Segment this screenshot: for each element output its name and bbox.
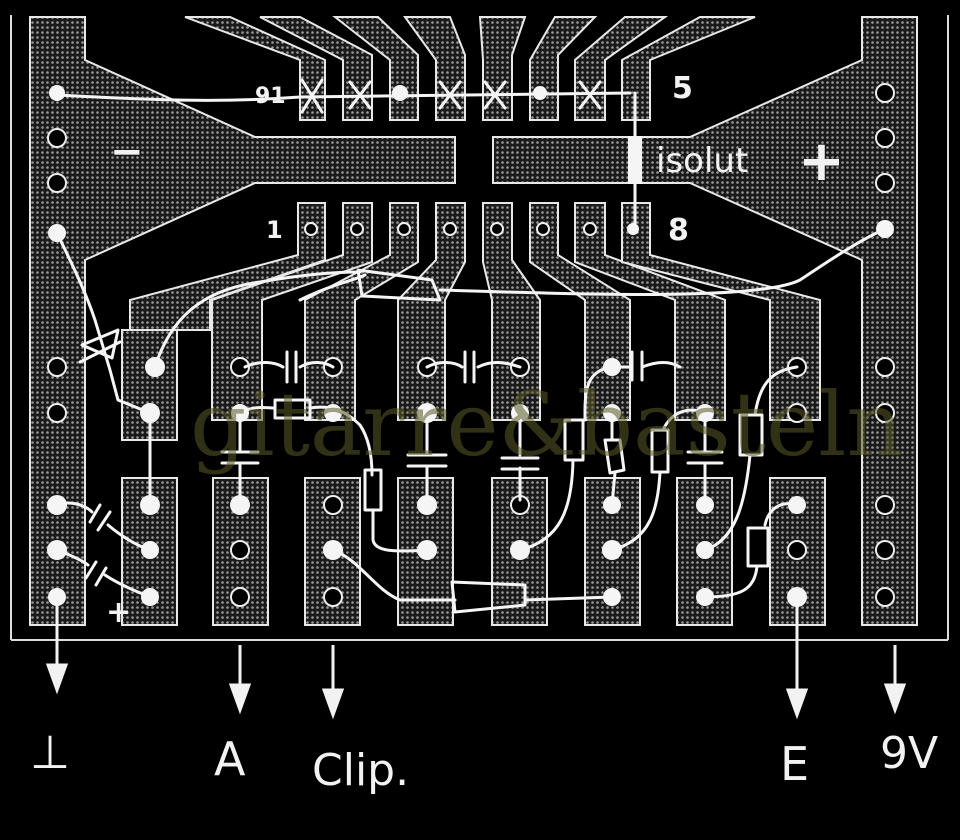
cap-c6	[406, 453, 448, 468]
hole	[47, 403, 67, 423]
ic-bottom-pad-8	[621, 202, 821, 421]
diode-symbol	[78, 328, 122, 364]
hole	[875, 173, 895, 193]
resistor-r1	[273, 398, 312, 420]
hole	[47, 128, 67, 148]
wire-c5	[425, 361, 522, 369]
hole	[230, 540, 250, 560]
pin-label-top: 91	[255, 84, 286, 109]
ic-bottom-pad-7	[574, 202, 726, 421]
wire-c2	[55, 548, 152, 599]
solder-holes	[47, 83, 895, 607]
joint	[49, 85, 65, 101]
hole	[875, 403, 895, 423]
ic-top-pad-2	[259, 16, 373, 121]
output-label-e: E	[780, 737, 809, 791]
output-label-9v: 9V	[880, 728, 938, 779]
ic-bottom-pad-1	[129, 202, 326, 331]
cap-c7	[500, 456, 540, 471]
ic-top-pad-8	[621, 16, 756, 121]
ic-top-pad-7	[574, 16, 669, 121]
supply-plane	[492, 16, 918, 626]
wire-bottom	[331, 548, 614, 602]
hole	[875, 357, 895, 377]
cap-c5	[463, 350, 476, 384]
hole	[443, 222, 457, 236]
ground-plane	[29, 16, 456, 626]
hole	[583, 222, 597, 236]
pin8-label: 8	[668, 213, 689, 248]
hole	[875, 83, 895, 103]
hole	[787, 403, 807, 423]
hole	[47, 357, 67, 377]
wire-c3	[243, 361, 335, 369]
hole	[323, 495, 343, 515]
cap-c9	[686, 450, 724, 465]
cap-polarity-label: +	[106, 595, 131, 630]
ic-top-pad-1	[184, 16, 326, 121]
hole	[875, 587, 895, 607]
output-label-ground: ⊥	[30, 725, 70, 779]
wire-r3	[583, 365, 614, 422]
wire-diode	[55, 231, 152, 415]
output-label-a: A	[214, 732, 246, 786]
hole	[350, 222, 364, 236]
hole	[490, 222, 504, 236]
hole	[230, 357, 250, 377]
x-mark	[578, 80, 602, 110]
wiring	[55, 78, 887, 627]
hole	[397, 222, 411, 236]
hole	[787, 540, 807, 560]
minus-label: −	[110, 129, 144, 175]
cap-c2	[84, 560, 108, 587]
board-outline	[10, 15, 949, 641]
output-arrows	[45, 625, 907, 720]
resistor-r8	[450, 580, 527, 614]
resistor-r4	[603, 438, 626, 475]
joint	[627, 223, 639, 235]
x-mark	[483, 80, 507, 110]
hole	[323, 587, 343, 607]
cap-c1	[88, 503, 112, 532]
resistor-long	[356, 268, 442, 302]
x-mark	[300, 78, 324, 114]
x-mark	[438, 80, 462, 110]
output-label-clip: Clip.	[312, 745, 409, 796]
hole	[875, 128, 895, 148]
wire-long	[153, 227, 887, 369]
plus-label: +	[798, 129, 845, 194]
isolation-sleeve	[628, 136, 642, 184]
hole	[875, 495, 895, 515]
cap-c3	[285, 350, 298, 384]
hole	[875, 540, 895, 560]
resistor-r7	[746, 526, 770, 568]
hole	[230, 587, 250, 607]
wire-top-bus	[55, 91, 632, 102]
pin5-label: 5	[672, 71, 693, 106]
pin1-label: 1	[266, 216, 283, 244]
copper-layer	[29, 16, 918, 626]
ic-bottom-pad-4	[397, 202, 466, 421]
hole	[536, 222, 550, 236]
watermark: gitarre&basteln	[190, 373, 903, 476]
hole	[304, 222, 318, 236]
wire-c1	[55, 501, 152, 552]
isolated-label: isolut	[656, 141, 748, 181]
cap-c4	[220, 450, 260, 465]
x-mark	[348, 80, 372, 110]
joint	[392, 85, 408, 101]
hole	[47, 173, 67, 193]
